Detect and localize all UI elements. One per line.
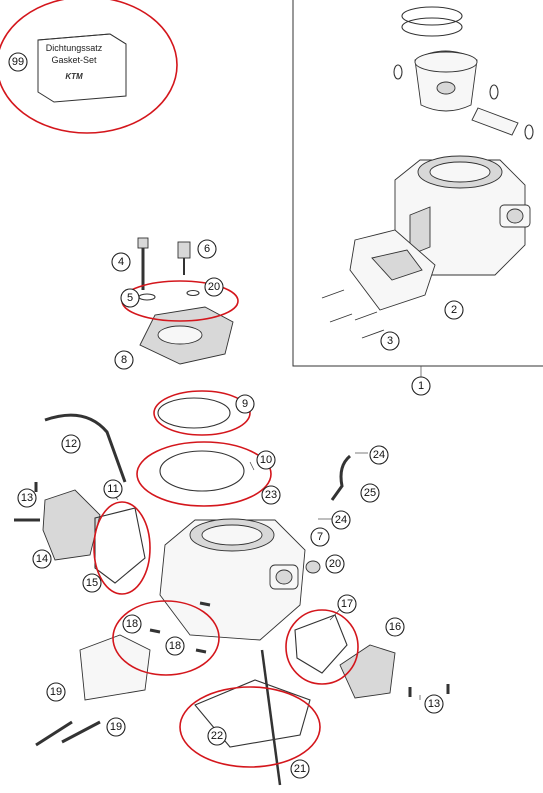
callout-3: 3: [380, 331, 400, 351]
highlight-base-o-ring: [136, 441, 272, 507]
svg-text:21: 21: [294, 763, 306, 775]
cover-gasket-right: [294, 614, 348, 674]
callout-8: 8: [114, 350, 134, 370]
svg-text:7: 7: [317, 531, 323, 543]
callout-18-upper: 18: [122, 614, 142, 634]
svg-text:13: 13: [428, 698, 440, 710]
svg-text:1: 1: [418, 380, 424, 392]
highlight-left-cover-gasket: [93, 501, 151, 595]
svg-text:16: 16: [389, 621, 401, 633]
callout-24-top: 24: [369, 445, 389, 465]
svg-text:5: 5: [127, 292, 133, 304]
svg-text:22: 22: [211, 730, 223, 742]
callout-6: 6: [197, 239, 217, 259]
screws: [14, 482, 450, 747]
callout-22: 22: [207, 726, 227, 746]
ktm-logo: KTM: [65, 72, 83, 81]
svg-text:23: 23: [265, 489, 277, 501]
callout-9: 9: [235, 394, 255, 414]
svg-text:19: 19: [50, 686, 62, 698]
cylinder-stud: [260, 649, 282, 786]
gasket-set-box: Dichtungssatz Gasket-Set KTM: [37, 33, 127, 103]
svg-text:24: 24: [335, 514, 347, 526]
callout-15: 15: [82, 573, 102, 593]
callout-99: 99: [8, 52, 28, 72]
svg-text:20: 20: [208, 281, 220, 293]
svg-text:11: 11: [107, 483, 118, 495]
reed-valve: [349, 229, 436, 311]
piston-rings: [401, 6, 463, 37]
callout-25: 25: [360, 483, 380, 503]
highlight-gasket-set: [0, 0, 178, 134]
base-gasket-o-ring: [159, 450, 245, 492]
svg-text:17: 17: [341, 598, 353, 610]
callout-17: 17: [337, 594, 357, 614]
svg-text:24: 24: [373, 449, 385, 461]
svg-text:2: 2: [451, 304, 457, 316]
svg-text:25: 25: [364, 487, 376, 499]
cylinder-kit-frame: [292, 0, 543, 378]
callout-18-lower: 18: [165, 636, 185, 656]
side-cover-right: [339, 644, 396, 699]
callout-23: 23: [261, 485, 281, 505]
callout-12: 12: [61, 434, 81, 454]
callout-1: 1: [411, 376, 431, 396]
callout-13-right: 13: [424, 694, 444, 714]
svg-text:12: 12: [65, 438, 77, 450]
gasket-set-label-line2: Gasket-Set: [51, 55, 97, 65]
bolt-set: [321, 289, 385, 339]
callout-20-top: 20: [204, 277, 224, 297]
svg-text:4: 4: [118, 256, 124, 268]
svg-text:18: 18: [126, 618, 138, 630]
head-bolt: [137, 237, 156, 301]
highlight-right-cover-gasket: [285, 609, 359, 685]
svg-text:10: 10: [260, 454, 272, 466]
svg-text:18: 18: [169, 640, 181, 652]
callout-20-bottom: 20: [325, 554, 345, 574]
svg-text:8: 8: [121, 354, 127, 366]
callout-10: 10: [256, 450, 276, 470]
highlight-base-gasket: [179, 686, 321, 768]
nut: [305, 560, 321, 574]
cylinder-kit: [394, 155, 531, 276]
svg-text:19: 19: [110, 721, 122, 733]
piston-pin: [471, 107, 534, 140]
coolant-hose: [44, 413, 127, 483]
piston: [393, 50, 499, 112]
svg-text:15: 15: [86, 577, 98, 589]
highlight-head-gasket: [153, 390, 251, 436]
temperature-sensor: [177, 241, 200, 297]
callout-5: 5: [120, 288, 140, 308]
highlight-seal-rings: [112, 600, 220, 676]
svg-text:99: 99: [12, 56, 24, 68]
gasket-set-label-line1: Dichtungssatz: [46, 43, 103, 53]
callout-14: 14: [32, 549, 52, 569]
callout-13-left: 13: [17, 488, 37, 508]
lower-cover: [79, 634, 151, 701]
callout-11: 11: [103, 479, 123, 499]
callout-19-left: 19: [46, 682, 66, 702]
cover-gasket-left: [94, 507, 146, 584]
svg-text:13: 13: [21, 492, 33, 504]
callout-19-right: 19: [106, 717, 126, 737]
callout-4: 4: [111, 252, 131, 272]
svg-text:6: 6: [204, 243, 210, 255]
callout-16: 16: [385, 617, 405, 637]
cylinder-head: [139, 306, 234, 365]
cylinder: [159, 518, 306, 641]
callout-24-bottom: 24: [331, 510, 351, 530]
callout-7: 7: [310, 527, 330, 547]
callout-2: 2: [444, 300, 464, 320]
side-cover-left: [42, 489, 101, 561]
svg-text:9: 9: [242, 398, 248, 410]
svg-text:20: 20: [329, 558, 341, 570]
head-gasket: [157, 397, 231, 429]
callout-21: 21: [290, 759, 310, 779]
highlight-markers: [0, 0, 359, 768]
svg-text:14: 14: [36, 553, 48, 565]
svg-text:3: 3: [387, 335, 393, 347]
hose-fitting: [330, 454, 352, 501]
